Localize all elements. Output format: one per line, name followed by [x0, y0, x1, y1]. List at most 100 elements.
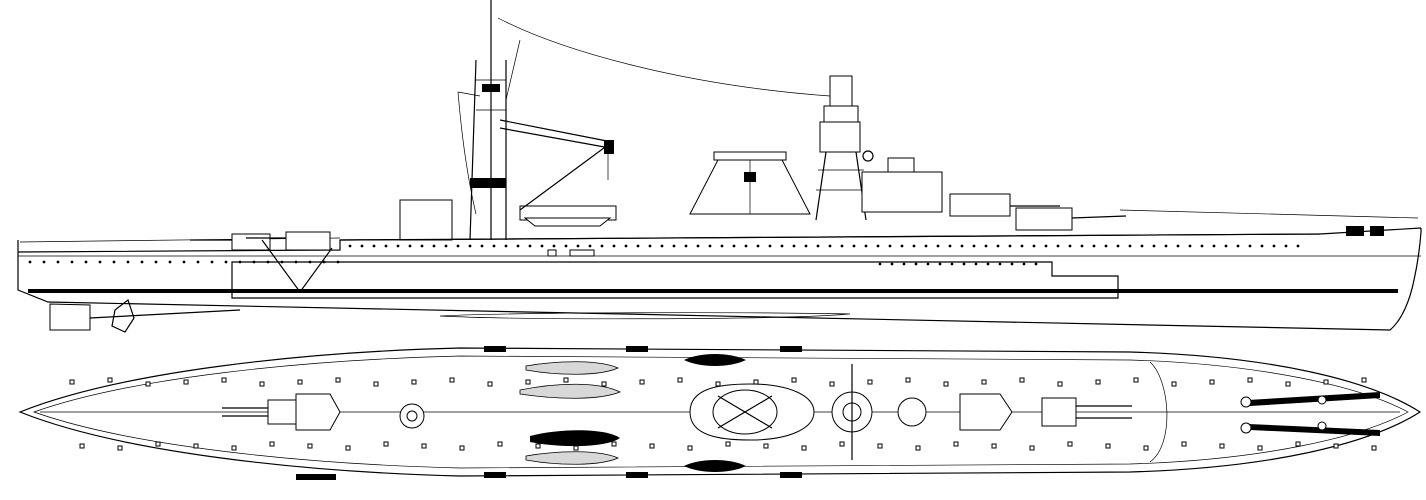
porthole — [950, 262, 954, 266]
porthole — [1020, 244, 1024, 248]
porthole — [588, 244, 592, 248]
deck-fitting — [639, 379, 645, 385]
porthole — [1092, 244, 1096, 248]
porthole — [852, 244, 856, 248]
deck-fitting — [677, 377, 683, 383]
porthole — [672, 244, 676, 248]
deck-fitting — [1257, 445, 1263, 451]
deck-fitting — [1247, 377, 1253, 383]
deck-fitting — [383, 441, 389, 447]
porthole — [1152, 244, 1156, 248]
porthole — [28, 260, 32, 264]
porthole — [336, 260, 340, 264]
deck-fitting — [867, 379, 873, 385]
deck-fitting — [725, 441, 731, 447]
porthole — [1008, 244, 1012, 248]
porthole — [126, 260, 130, 264]
porthole — [112, 260, 116, 264]
porthole — [984, 244, 988, 248]
porthole — [1164, 244, 1168, 248]
porthole — [1080, 244, 1084, 248]
waterline-stripe — [28, 289, 1398, 293]
deck-fitting — [1371, 445, 1377, 451]
porthole — [322, 260, 326, 264]
porthole — [972, 244, 976, 248]
porthole — [182, 260, 186, 264]
deck-fitting — [649, 443, 655, 449]
porthole — [1176, 244, 1180, 248]
porthole — [1032, 244, 1036, 248]
deck-fitting — [1181, 441, 1187, 447]
bilge-keel — [439, 312, 851, 320]
porthole — [960, 244, 964, 248]
deck-fitting — [411, 379, 417, 385]
deck-fitting — [905, 377, 911, 383]
boats — [519, 354, 746, 472]
porthole — [70, 260, 74, 264]
porthole — [1116, 244, 1120, 248]
porthole — [140, 260, 144, 264]
porthole — [384, 244, 388, 248]
deck-fitting — [1105, 443, 1111, 449]
deck-fitting — [1067, 441, 1073, 447]
deck-fitting — [1171, 381, 1177, 387]
deck-fitting — [497, 441, 503, 447]
turret-aft-2 — [1015, 207, 1127, 231]
deck-fitting — [107, 377, 113, 383]
porthole — [660, 244, 664, 248]
deck-fitting — [1019, 377, 1025, 383]
porthole — [948, 244, 952, 248]
deck-fitting — [1209, 379, 1215, 385]
porthole — [938, 262, 942, 266]
porthole — [926, 262, 930, 266]
aircraft-crane — [499, 119, 614, 211]
porthole — [42, 260, 46, 264]
deck-fitting — [1133, 377, 1139, 383]
hull-plan — [18, 347, 1422, 477]
deck-fitting — [449, 377, 455, 383]
porthole — [294, 260, 298, 264]
deck-fitting — [839, 441, 845, 447]
deck-fitting — [335, 377, 341, 383]
deck-fitting — [1095, 379, 1101, 385]
porthole — [684, 244, 688, 248]
antenna-wire — [497, 17, 831, 97]
deck-fitting — [1143, 445, 1149, 451]
porthole — [516, 244, 520, 248]
deck-fitting — [601, 381, 607, 387]
porthole — [1068, 244, 1072, 248]
hull-profile — [17, 228, 1422, 331]
turret-forward-1 — [190, 233, 271, 251]
deck-fitting — [535, 443, 541, 449]
porthole — [576, 244, 580, 248]
plan-turret-aft-2 — [1041, 397, 1132, 427]
porthole — [878, 262, 882, 266]
porthole — [252, 260, 256, 264]
porthole — [816, 244, 820, 248]
porthole — [840, 244, 844, 248]
deck-fitting — [563, 377, 569, 383]
porthole — [1044, 244, 1048, 248]
porthole — [1212, 244, 1216, 248]
porthole — [224, 260, 228, 264]
main-mast — [457, 0, 521, 241]
plan-bridge — [831, 364, 927, 460]
deck-fitting — [145, 381, 151, 387]
porthole — [1104, 244, 1108, 248]
porthole — [372, 244, 376, 248]
porthole — [1056, 244, 1060, 248]
porthole — [1010, 262, 1014, 266]
deck-fitting — [687, 445, 693, 451]
porthole — [912, 244, 916, 248]
porthole — [720, 244, 724, 248]
porthole — [732, 244, 736, 248]
porthole — [696, 244, 700, 248]
porthole — [444, 244, 448, 248]
deck-fitting — [183, 379, 189, 385]
plan-view — [18, 346, 1422, 480]
porthole — [1034, 262, 1038, 266]
deck-fitting — [1323, 379, 1329, 385]
porthole — [348, 244, 352, 248]
deck-fitting — [79, 443, 85, 449]
porthole — [1022, 262, 1026, 266]
